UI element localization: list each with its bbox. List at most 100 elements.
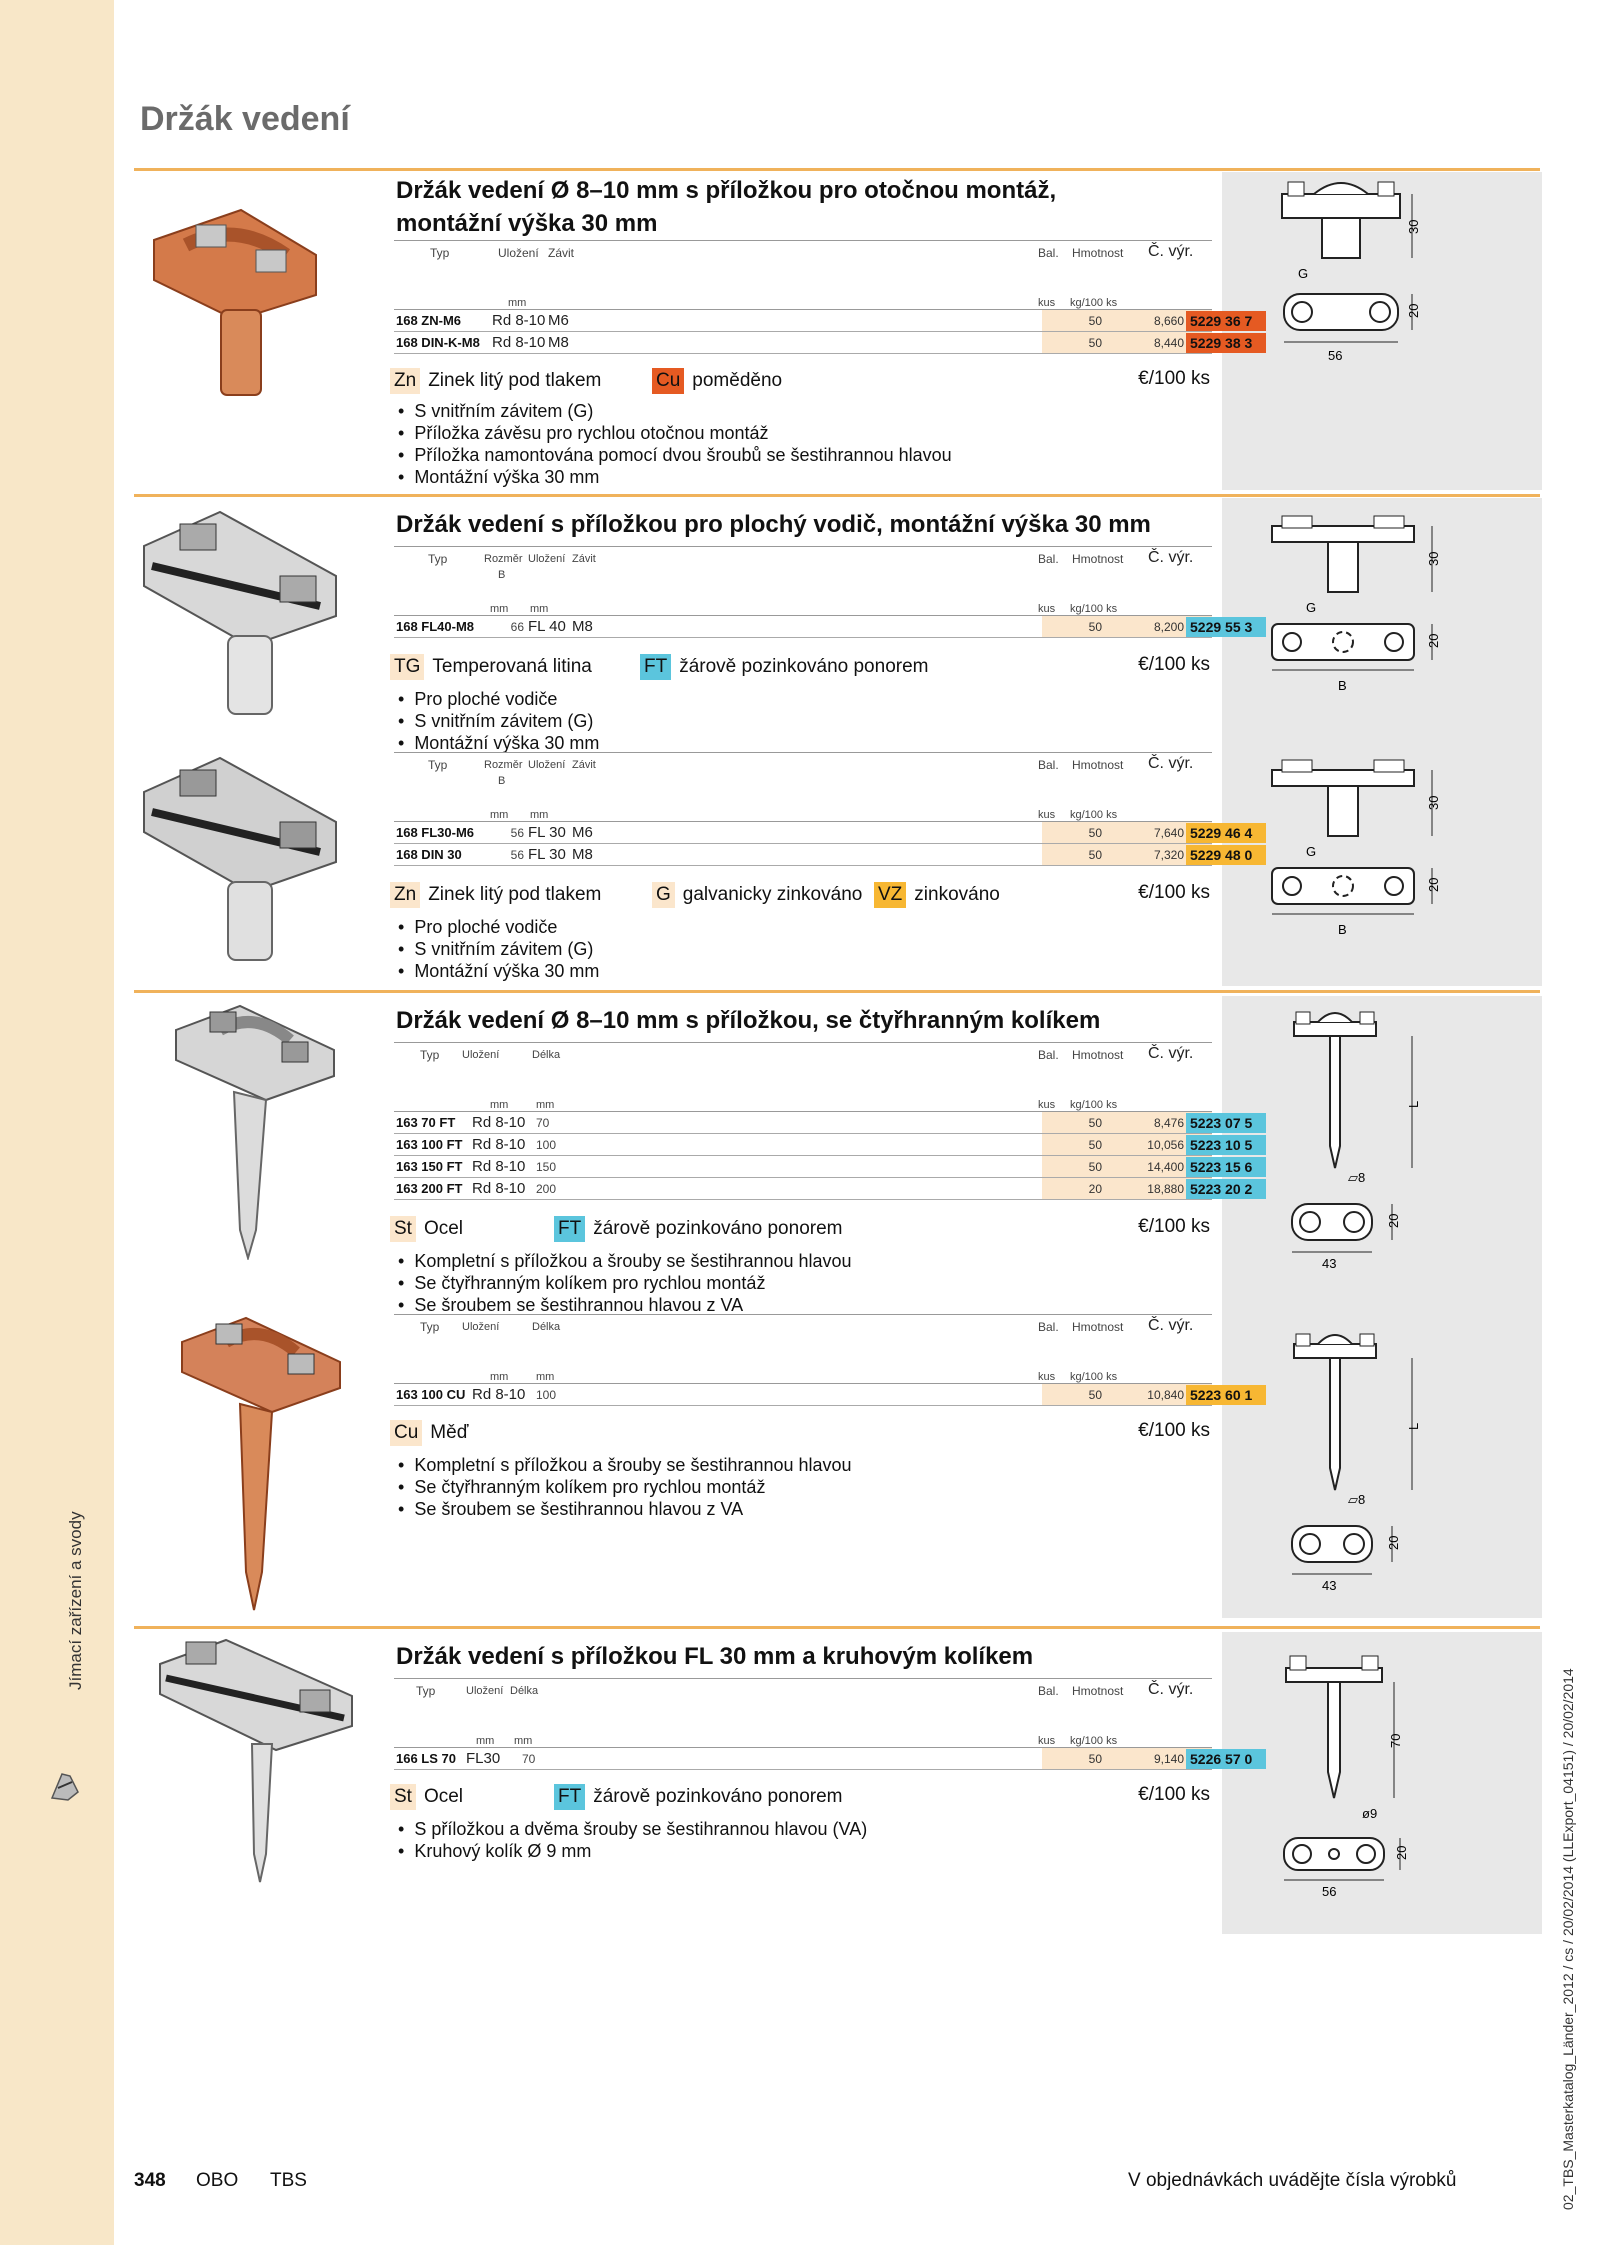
svg-text:▱8: ▱8	[1348, 1492, 1365, 1507]
svg-text:ø9: ø9	[1362, 1806, 1377, 1821]
print-meta: 02_TBS_Masterkatalog_Länder_2012 / cs / …	[1560, 1668, 1576, 2210]
footer-note: V objednávkách uvádějte čísla výrobků	[1128, 2170, 1457, 2191]
section-4-title: Držák vedení s příložkou FL 30 mm a kruh…	[396, 1643, 1034, 1670]
price-unit: €/100 ks	[1138, 1420, 1210, 1441]
product-photo-square-pin-zinc	[170, 1000, 340, 1265]
brand-obo: OBO	[196, 2170, 239, 2191]
material-code: Cu	[652, 368, 685, 394]
svg-text:20: 20	[1426, 634, 1441, 648]
material-code: FT	[640, 654, 672, 680]
section-3	[134, 990, 1540, 1624]
table-header: Typ Uložení Délka Bal. Hmotnost Č. výr. …	[394, 1314, 1212, 1384]
svg-text:G: G	[1306, 600, 1316, 615]
section-3-title: Držák vedení Ø 8–10 mm s příložkou, se č…	[396, 1007, 1101, 1034]
technical-drawing-1: 30 G 56 20	[1222, 172, 1542, 490]
section-2	[134, 494, 1540, 988]
svg-text:20: 20	[1386, 1536, 1401, 1550]
price-unit: €/100 ks	[1138, 654, 1210, 675]
page-number: 348	[134, 2170, 166, 2191]
technical-drawing-2: 30 G B 20 30 G B 20	[1222, 498, 1542, 986]
bullets-s3b: Kompletní s příložkou a šrouby se šestih…	[398, 1454, 851, 1520]
svg-text:30: 30	[1426, 552, 1441, 566]
material-code: St	[390, 1784, 416, 1810]
table-s3b: Typ Uložení Délka Bal. Hmotnost Č. výr. …	[394, 1314, 1266, 1406]
svg-text:G: G	[1306, 844, 1316, 859]
svg-text:56: 56	[1322, 1884, 1336, 1899]
material-code: TG	[390, 654, 425, 680]
table-s1: Typ Uložení Závit Bal. Hmotnost Č. výr. …	[394, 240, 1266, 354]
price-unit: €/100 ks	[1138, 368, 1210, 389]
product-photo-round-pin	[156, 1634, 356, 1889]
price-unit: €/100 ks	[1138, 1216, 1210, 1237]
material-code: St	[390, 1216, 416, 1242]
product-photo-flat-clamp-zinc	[140, 752, 340, 967]
svg-text:20: 20	[1426, 878, 1441, 892]
material-code: Cu	[390, 1420, 423, 1446]
material-code: FT	[554, 1216, 586, 1242]
product-photo-square-pin-copper	[176, 1312, 346, 1617]
svg-text:30: 30	[1426, 796, 1441, 810]
svg-text:B: B	[1338, 922, 1347, 937]
svg-text:70: 70	[1388, 1734, 1403, 1748]
svg-text:L: L	[1406, 1101, 1421, 1108]
section-1	[134, 168, 1540, 492]
page-title: Držák vedení	[140, 100, 350, 138]
svg-text:56: 56	[1328, 348, 1342, 363]
material-code: Zn	[390, 368, 421, 394]
bullets-s4: S příložkou a dvěma šrouby se šestihrann…	[398, 1818, 867, 1862]
svg-text:20: 20	[1386, 1214, 1401, 1228]
section-4	[134, 1626, 1540, 1936]
svg-text:43: 43	[1322, 1578, 1336, 1593]
side-section-title: Jímací zařízení a svody	[66, 1511, 85, 1690]
table-header: Typ Uložení Délka Bal. Hmotnost Č. výr. …	[394, 1678, 1212, 1748]
table-header: Typ Rozměr B Uložení Závit Bal. Hmotnost…	[394, 752, 1212, 822]
brand-tbs: TBS	[270, 2170, 307, 2191]
svg-text:43: 43	[1322, 1256, 1336, 1271]
table-header: Typ Uložení Závit Bal. Hmotnost Č. výr. …	[394, 240, 1212, 310]
product-photo-flat-clamp	[140, 506, 340, 721]
table-header: Typ Uložení Délka Bal. Hmotnost Č. výr. …	[394, 1042, 1212, 1112]
section-1-title: Držák vedení Ø 8–10 mm s příložkou pro o…	[396, 177, 1057, 237]
svg-text:20: 20	[1406, 304, 1421, 318]
svg-text:L: L	[1406, 1423, 1421, 1430]
svg-text:20: 20	[1394, 1846, 1409, 1860]
material-code: FT	[554, 1784, 586, 1810]
bullets-s2b: Pro ploché vodičeS vnitřním závitem (G)M…	[398, 916, 599, 982]
table-header: Typ Rozměr B Uložení Závit Bal. Hmotnost…	[394, 546, 1212, 616]
material-code: VZ	[874, 882, 907, 908]
technical-drawing-3: L ▱8 43 20 L ▱8 43 20	[1222, 996, 1542, 1618]
bullets-s2a: Pro ploché vodičeS vnitřním závitem (G)M…	[398, 688, 599, 754]
product-photo-copper-clamp	[146, 200, 326, 405]
table-s4: Typ Uložení Délka Bal. Hmotnost Č. výr. …	[394, 1678, 1266, 1770]
table-s2a: Typ Rozměr B Uložení Závit Bal. Hmotnost…	[394, 546, 1266, 638]
section-2-title: Držák vedení s příložkou pro plochý vodi…	[396, 511, 1151, 538]
technical-drawing-4: 70 ø9 56 20	[1222, 1632, 1542, 1934]
price-unit: €/100 ks	[1138, 1784, 1210, 1805]
sidebar	[0, 0, 114, 2245]
svg-text:G: G	[1298, 266, 1308, 281]
table-s3a: Typ Uložení Délka Bal. Hmotnost Č. výr. …	[394, 1042, 1266, 1200]
price-unit: €/100 ks	[1138, 882, 1210, 903]
svg-text:30: 30	[1406, 220, 1421, 234]
bullets-s1: S vnitřním závitem (G)Příložka závěsu pr…	[398, 400, 951, 488]
svg-text:B: B	[1338, 678, 1347, 693]
lightning-rod-icon	[48, 1768, 82, 1809]
material-code: Zn	[390, 882, 421, 908]
table-s2b: Typ Rozměr B Uložení Závit Bal. Hmotnost…	[394, 752, 1266, 866]
svg-text:▱8: ▱8	[1348, 1170, 1365, 1185]
